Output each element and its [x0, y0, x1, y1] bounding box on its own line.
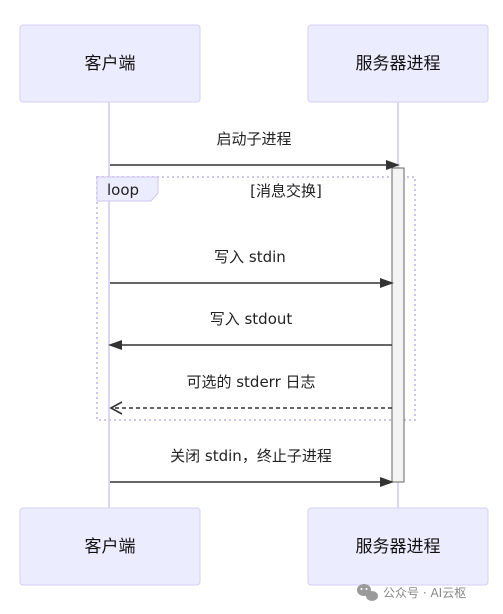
server-activation-bar	[391, 167, 405, 483]
loop-title: [消息交换]	[250, 182, 322, 200]
message-label: 启动子进程	[216, 130, 291, 148]
message-write-stdin: 写入 stdin	[110, 248, 394, 288]
message-stderr-log: 可选的 stderr 日志	[109, 373, 392, 415]
actor-box	[19, 24, 201, 103]
loop-frame: loop [消息交换]	[96, 176, 416, 421]
actor-server-bottom: 服务器进程	[307, 507, 489, 586]
actor-label: 服务器进程	[356, 537, 441, 557]
message-label: 关闭 stdin，终止子进程	[170, 447, 332, 465]
watermark: 公众号 · AI云枢	[357, 584, 466, 601]
loop-box	[96, 176, 416, 421]
actor-label: 服务器进程	[356, 54, 441, 74]
actor-label: 客户端	[85, 54, 136, 74]
actor-client-top: 客户端	[19, 24, 201, 103]
message-label: 写入 stdin	[214, 248, 286, 266]
actor-box	[19, 507, 201, 586]
watermark-text: 公众号 · AI云枢	[383, 585, 466, 600]
message-start: 启动子进程	[110, 130, 400, 170]
wechat-icon	[357, 584, 378, 601]
arrowhead-right-icon	[380, 477, 394, 487]
message-close: 关闭 stdin，终止子进程	[110, 447, 394, 487]
loop-keyword: loop	[107, 181, 139, 199]
actor-label: 客户端	[85, 537, 136, 557]
message-label: 可选的 stderr 日志	[186, 373, 315, 391]
message-write-stdout: 写入 stdout	[108, 310, 392, 350]
loop-tab	[96, 176, 159, 202]
actor-server-top: 服务器进程	[307, 24, 489, 103]
message-label: 写入 stdout	[210, 310, 293, 328]
arrowhead-right-icon	[386, 160, 400, 170]
arrowhead-right-icon	[380, 278, 394, 288]
arrowhead-left-icon	[108, 340, 122, 350]
open-arrowhead-left-icon	[109, 401, 123, 415]
actor-box	[307, 24, 489, 103]
actor-box	[307, 507, 489, 586]
actor-client-bottom: 客户端	[19, 507, 201, 586]
